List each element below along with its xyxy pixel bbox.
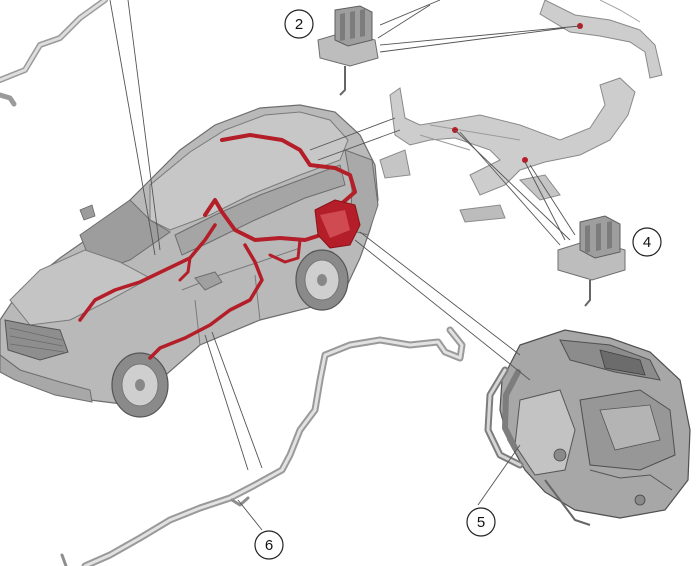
callout-2: 2: [284, 9, 314, 39]
hvac-harness-highlight: [78, 133, 361, 360]
hvac-unit: [484, 329, 691, 526]
leader-lines: [109, 0, 581, 531]
callout-4: 4: [632, 227, 662, 257]
coolant-pipe: [60, 326, 466, 566]
callout-6-label: 6: [265, 537, 273, 554]
middle-duct-assembly: [379, 77, 636, 223]
blower-module-right: [557, 215, 626, 307]
callout-6: 6: [254, 530, 284, 560]
blower-module-top: [317, 5, 379, 96]
callout-2-label: 2: [295, 16, 303, 33]
callout-5-label: 5: [477, 514, 485, 531]
callout-5: 5: [466, 507, 496, 537]
vehicle: [0, 104, 379, 418]
callout-4-label: 4: [643, 234, 651, 251]
upper-left-pipe: [0, 0, 108, 107]
upper-duct: [539, 0, 663, 79]
